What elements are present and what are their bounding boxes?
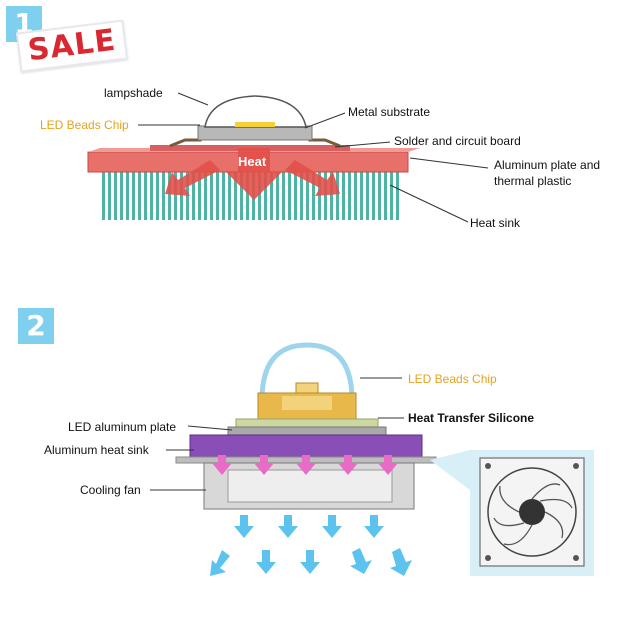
heat-sink-fin bbox=[366, 172, 369, 220]
heat-sink-fin bbox=[216, 172, 219, 220]
heat-sink-fin bbox=[234, 172, 237, 220]
heat-sink-fin bbox=[390, 172, 393, 220]
heat-sink-fin bbox=[210, 172, 213, 220]
heat-sink-fin bbox=[312, 172, 315, 220]
heat-sink-fin bbox=[282, 172, 285, 220]
label-heat-transfer-silicone: Heat Transfer Silicone bbox=[408, 411, 535, 425]
heat-sink-fin bbox=[396, 172, 399, 220]
heat-sink-fin bbox=[330, 172, 333, 220]
lampshade-dome bbox=[204, 95, 307, 128]
heat-flow-arrows bbox=[212, 455, 398, 475]
heat-sink-fin bbox=[360, 172, 363, 220]
heat-sink-fin bbox=[180, 172, 183, 220]
heat-sink-fin bbox=[204, 172, 207, 220]
led-aluminum-plate bbox=[227, 426, 387, 436]
heat-arrow-left bbox=[165, 160, 220, 196]
heat-sink-fin bbox=[354, 172, 357, 220]
heat-sink-fin bbox=[192, 172, 195, 220]
heat-label: Heat bbox=[238, 154, 267, 169]
heat-sink-fin bbox=[288, 172, 291, 220]
heat-sink-fin bbox=[270, 172, 273, 220]
heat-sink-fin bbox=[138, 172, 141, 220]
heat-sink-fin bbox=[348, 172, 351, 220]
heat-sink-fin bbox=[186, 172, 189, 220]
fan-blades bbox=[493, 483, 573, 546]
heat-arrow-right bbox=[285, 160, 340, 196]
heat-sink-fin bbox=[222, 172, 225, 220]
label-heat-sink: Heat sink bbox=[470, 216, 521, 230]
heat-sink-fin bbox=[150, 172, 153, 220]
heat-sink-fin bbox=[318, 172, 321, 220]
heat-sink-fin bbox=[300, 172, 303, 220]
heat-sink-fin bbox=[378, 172, 381, 220]
led-dome bbox=[259, 342, 355, 401]
heat-sink-fin bbox=[324, 172, 327, 220]
label-aluminum-plate-2: thermal plastic bbox=[494, 174, 572, 188]
heat-sink-fin bbox=[174, 172, 177, 220]
heat-sink-fin bbox=[384, 172, 387, 220]
heat-transfer-silicone bbox=[235, 418, 379, 428]
label-aluminum-heat-sink: Aluminum heat sink bbox=[44, 443, 149, 457]
heat-sink-fin bbox=[102, 172, 105, 220]
label-led-chip-2: LED Beads Chip bbox=[408, 372, 497, 386]
label-led-aluminum-plate: LED aluminum plate bbox=[68, 420, 177, 434]
heat-sink-fin bbox=[114, 172, 117, 220]
heat-sink-fin bbox=[108, 172, 111, 220]
label-led-chip-1: LED Beads Chip bbox=[40, 118, 129, 132]
aluminum-heat-sink bbox=[189, 434, 423, 458]
heat-sink-fin bbox=[132, 172, 135, 220]
heat-sink-fin bbox=[276, 172, 279, 220]
label-lampshade: lampshade bbox=[104, 86, 163, 100]
heat-sink-fin bbox=[120, 172, 123, 220]
label-metal-substrate: Metal substrate bbox=[348, 105, 431, 119]
label-cooling-fan: Cooling fan bbox=[80, 483, 141, 497]
heat-sink-fin bbox=[342, 172, 345, 220]
heat-sink-fin bbox=[144, 172, 147, 220]
heat-arrow-center bbox=[226, 148, 282, 200]
led-chip bbox=[235, 122, 275, 127]
heat-sink-fin bbox=[258, 172, 261, 220]
heat-sink-fin bbox=[240, 172, 243, 220]
heat-sink-fin bbox=[126, 172, 129, 220]
fan-detail-callout bbox=[430, 450, 470, 490]
label-aluminum-plate-1: Aluminum plate and bbox=[494, 158, 601, 172]
heat-sink-fin bbox=[294, 172, 297, 220]
step-two-badge: 2 bbox=[18, 308, 54, 344]
heat-sink-fin bbox=[198, 172, 201, 220]
diagram-one: Heat bbox=[87, 92, 489, 223]
heat-sink-fin bbox=[156, 172, 159, 220]
heat-sink-fin bbox=[372, 172, 375, 220]
heat-sink-fin bbox=[306, 172, 309, 220]
heat-sink-fin bbox=[246, 172, 249, 220]
label-solder: Solder and circuit board bbox=[394, 134, 521, 148]
heat-sink-fin bbox=[264, 172, 267, 220]
cooling-air-arrows bbox=[210, 515, 412, 576]
heat-sink-fin bbox=[168, 172, 171, 220]
heat-sink-fin bbox=[228, 172, 231, 220]
diagram-two bbox=[150, 342, 594, 576]
heat-sink-fin bbox=[162, 172, 165, 220]
heat-sink-fin bbox=[336, 172, 339, 220]
